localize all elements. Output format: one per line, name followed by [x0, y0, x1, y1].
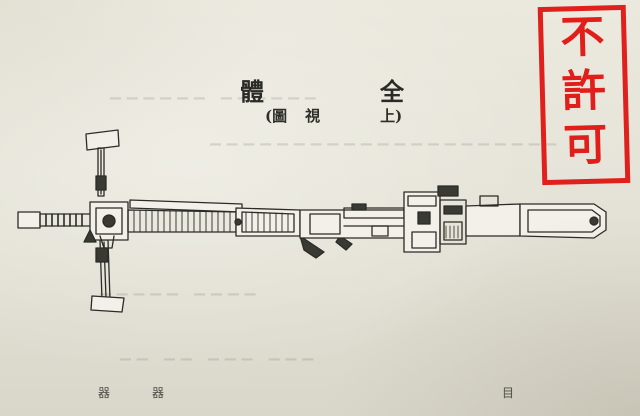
subtitle-char-mid: 視 [305, 107, 321, 125]
footer-mark-mid: 器 [152, 386, 165, 400]
censorship-stamp: 不 許 可 [537, 4, 631, 186]
feed-mechanism [403, 185, 467, 253]
footer-mark-left: 器 [98, 386, 111, 400]
stamp-char-2: 許 [561, 65, 607, 118]
bleed-through-text: ▁▁ ▁▁ ▁▁▁ ▁▁▁ [120, 345, 320, 361]
subtitle-open-paren: ( [265, 107, 273, 125]
title-char-left: 體 [240, 77, 264, 106]
carry-handle [299, 235, 353, 259]
footer-mark-right: 目 [502, 386, 515, 400]
barrel-jacket [127, 199, 243, 233]
subtitle-char-left: 圖 [272, 107, 288, 125]
bleed-through-text: ▁▁▁▁▁▁▁▁▁▁▁▁▁▁▁▁▁▁▁▁▁ [210, 130, 563, 146]
bleed-through-text: ▁▁▁▁▁▁ ▁▁▁▁▁▁ [110, 84, 322, 100]
gas-cylinder [234, 207, 301, 237]
bleed-through-text: ▁▁▁▁▁ ▁▁▁▁ [100, 280, 262, 296]
subtitle-char-right: 上 [380, 107, 396, 125]
butt-stock [465, 195, 607, 239]
tripod-leg-upper [85, 129, 120, 197]
page-subtitle: (圖視 上) [265, 105, 402, 126]
tripod-leg-lower [90, 239, 125, 313]
subtitle-close-paren: ) [395, 107, 403, 125]
muzzle [17, 211, 93, 229]
stamp-char-1: 不 [559, 11, 606, 64]
page-title: 體 全 [0, 72, 640, 112]
receiver [299, 203, 413, 239]
tripod-head [83, 201, 129, 249]
title-char-right: 全 [380, 77, 404, 106]
stamp-char-3: 可 [562, 119, 608, 172]
